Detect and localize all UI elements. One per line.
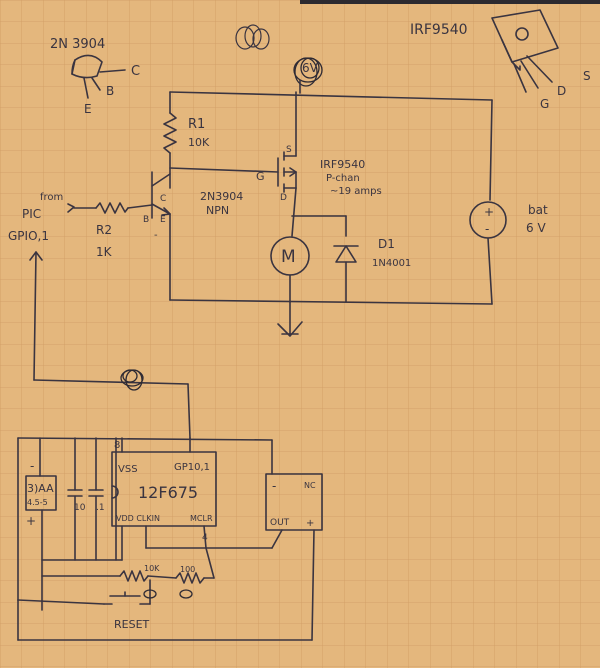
regulator-minus: - bbox=[272, 479, 276, 493]
pic-board-wiring bbox=[17, 437, 323, 641]
battery-pack-minus: - bbox=[30, 459, 34, 473]
mosfet-drain-pin: D bbox=[280, 193, 287, 203]
d1-part: 1N4001 bbox=[372, 258, 411, 269]
mosfet-package-pin-d: D bbox=[557, 84, 566, 98]
r1-name: R1 bbox=[188, 117, 205, 132]
mosfet-package-pin-s: S bbox=[583, 69, 591, 83]
r2-name: R2 bbox=[96, 223, 112, 237]
npn-package-pin-e: E bbox=[84, 102, 92, 116]
input-gpio-label: GPIO,1 bbox=[8, 229, 49, 243]
mosfet-amps: ~19 amps bbox=[330, 186, 382, 197]
mosfet-type: P-chan bbox=[326, 173, 360, 184]
cap-01-label: .1 bbox=[96, 503, 105, 513]
npn-base-pin: B bbox=[143, 215, 149, 225]
npn-package-sketch bbox=[71, 54, 126, 99]
resistor-10k-label: 10K bbox=[144, 564, 160, 573]
d1-name: D1 bbox=[378, 237, 395, 251]
pic-mclr-label: MCLR bbox=[190, 514, 213, 523]
battery-pack-volts: 4.5-5 bbox=[27, 498, 48, 507]
pic-gpio-label: GP10,1 bbox=[174, 462, 210, 473]
input-pic-label: PIC bbox=[22, 207, 41, 221]
motor-circuit-wiring bbox=[67, 79, 507, 337]
pic-pin8-label: 8 bbox=[114, 440, 120, 451]
mosfet-source-pin: S bbox=[286, 145, 292, 155]
npn-package-pin-b: B bbox=[106, 84, 114, 98]
mosfet-gate-pin: G bbox=[256, 170, 265, 183]
battery-pack-count: 3)AA bbox=[27, 482, 54, 495]
gpio-link-wiring bbox=[29, 251, 191, 439]
top-binding-strip bbox=[300, 0, 600, 4]
npn-package-name: 2N 3904 bbox=[50, 37, 105, 52]
battery-plus-sign: + bbox=[484, 205, 494, 219]
npn-emitter-pin: E bbox=[160, 215, 166, 225]
supply-6v-node bbox=[293, 57, 323, 87]
resistor-100-label: 100 bbox=[180, 565, 195, 574]
npn-package-pin-c: C bbox=[131, 64, 140, 79]
regulator-plus: + bbox=[306, 518, 314, 529]
battery-minus-sign: - bbox=[485, 222, 489, 236]
mosfet-package-name: IRF9540 bbox=[410, 22, 468, 38]
mosfet-package-pin-g: G bbox=[540, 97, 549, 111]
regulator-out: OUT bbox=[270, 518, 290, 528]
supply-6v-label: 6V bbox=[302, 61, 319, 75]
battery-pack-plus: + bbox=[26, 514, 36, 528]
npn-type: NPN bbox=[206, 204, 229, 217]
battery-volts: 6 V bbox=[526, 221, 546, 235]
pic-vss-label: VSS bbox=[118, 464, 138, 475]
regulator-nc: NC bbox=[304, 481, 316, 490]
mosfet-label: IRF9540 bbox=[320, 158, 365, 171]
battery-label: bat bbox=[528, 203, 548, 217]
r2-value: 1K bbox=[96, 245, 113, 259]
pic-pin4-label: 4 bbox=[202, 533, 208, 543]
pic-vdd-label: VDD CLKIN bbox=[116, 514, 160, 523]
npn-emitter-minus: - bbox=[154, 230, 158, 241]
cap-10-label: 10 bbox=[74, 503, 86, 513]
mosfet-package-sketch bbox=[491, 9, 559, 93]
reset-label: RESET bbox=[114, 618, 150, 631]
npn-collector-pin: C bbox=[160, 194, 166, 204]
motor-symbol-label: M bbox=[281, 247, 296, 267]
doodle-rings bbox=[235, 24, 270, 50]
gpio-link-node bbox=[120, 369, 144, 391]
r1-value: 10K bbox=[188, 136, 210, 149]
pic-chip-name: 12F675 bbox=[138, 483, 198, 502]
resistor-node-marks bbox=[143, 589, 193, 599]
input-from-label: from bbox=[40, 192, 63, 203]
npn-label: 2N3904 bbox=[200, 190, 243, 203]
